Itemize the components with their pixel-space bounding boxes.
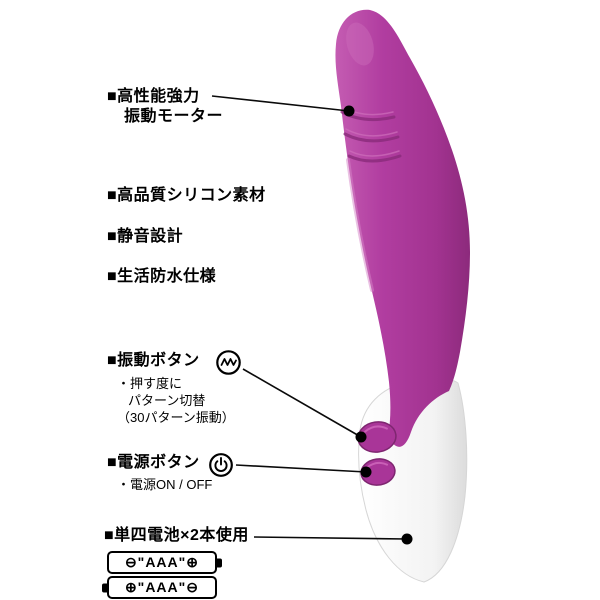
callout-line-battery bbox=[253, 536, 408, 540]
head-highlight bbox=[346, 22, 374, 66]
callout-dot-battery bbox=[401, 533, 413, 545]
power-icon bbox=[208, 452, 234, 483]
label-vibration-note-3: （30パターン振動） bbox=[117, 410, 235, 425]
battery-text-1: ⊖"AAA"⊕ bbox=[124, 554, 200, 570]
callout-line-motor bbox=[211, 95, 350, 112]
label-waterproof: ■生活防水仕様 bbox=[107, 268, 217, 285]
device-body bbox=[335, 9, 470, 447]
battery-terminal-icon bbox=[217, 558, 222, 567]
callout-dot-power bbox=[360, 466, 372, 478]
label-vibration-title: ■振動ボタン bbox=[107, 352, 200, 369]
label-quiet: ■静音設計 bbox=[107, 228, 184, 245]
label-motor-line2: 振動モーター bbox=[124, 108, 224, 125]
label-vibration-note-1: ・押す度に bbox=[117, 376, 183, 391]
callout-line-power bbox=[235, 464, 367, 473]
label-vibration-note-2: パターン切替 bbox=[128, 393, 206, 408]
callout-dot-vibration bbox=[355, 431, 367, 443]
label-power-title: ■電源ボタン bbox=[107, 454, 200, 471]
vibration-wave-icon bbox=[215, 349, 242, 381]
label-power-note: ・電源ON / OFF bbox=[117, 477, 213, 492]
battery-terminal-icon bbox=[102, 583, 107, 592]
label-silicone: ■高品質シリコン素材 bbox=[107, 187, 266, 204]
power-button-shape bbox=[360, 458, 396, 486]
label-motor-line1: ■高性能強力 bbox=[107, 88, 200, 105]
shaft-highlight bbox=[346, 158, 374, 292]
battery-diagram-1: ⊖"AAA"⊕ bbox=[107, 551, 222, 574]
battery-diagram-2: ⊕"AAA"⊖ bbox=[102, 576, 217, 599]
callout-line-vibration bbox=[242, 368, 362, 438]
battery-text-2: ⊕"AAA"⊖ bbox=[124, 579, 200, 595]
callout-dot-motor bbox=[343, 105, 355, 117]
label-battery-title: ■単四電池×2本使用 bbox=[104, 527, 249, 544]
